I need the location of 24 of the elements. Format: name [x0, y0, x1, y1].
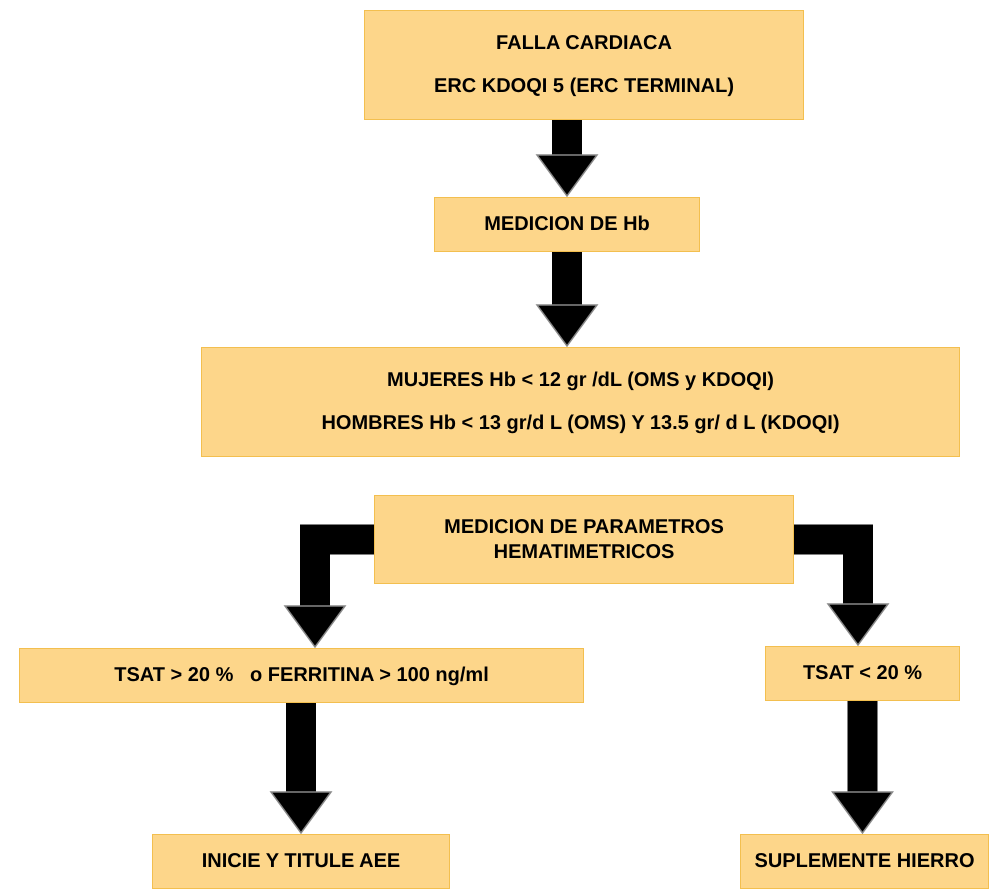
block-arrow	[536, 120, 598, 197]
block-arrow	[832, 701, 894, 834]
box-text: TSAT < 20 %	[802, 661, 922, 686]
process-box	[374, 495, 794, 584]
box-text: FALLA CARDIACA	[496, 31, 672, 56]
box-text: MUJERES Hb < 12 gr /dL (OMS y KDOQI)	[387, 368, 774, 393]
block-arrow	[270, 703, 332, 834]
box-text: ERC KDOQI 5 (ERC TERMINAL)	[434, 74, 734, 99]
process-box	[201, 347, 960, 457]
box-text: SUPLEMENTE HIERRO	[754, 849, 975, 874]
process-box	[740, 834, 989, 889]
box-text: MEDICION DE PARAMETROS HEMATIMETRICOS	[443, 514, 725, 564]
process-box	[152, 834, 450, 889]
box-text: TSAT > 20 % o FERRITINA > 100 ng/ml	[114, 663, 489, 688]
block-arrow	[284, 524, 374, 648]
box-text: HOMBRES Hb < 13 gr/d L (OMS) Y 13.5 gr/ d L (KDOQI)	[321, 411, 840, 436]
process-box	[765, 646, 960, 701]
process-box	[364, 10, 804, 120]
block-arrow	[536, 252, 598, 347]
process-box	[19, 648, 584, 703]
process-box	[434, 197, 700, 252]
box-text: INICIE Y TITULE AEE	[202, 849, 400, 874]
block-arrow	[794, 524, 889, 646]
box-text: MEDICION DE Hb	[484, 212, 650, 237]
